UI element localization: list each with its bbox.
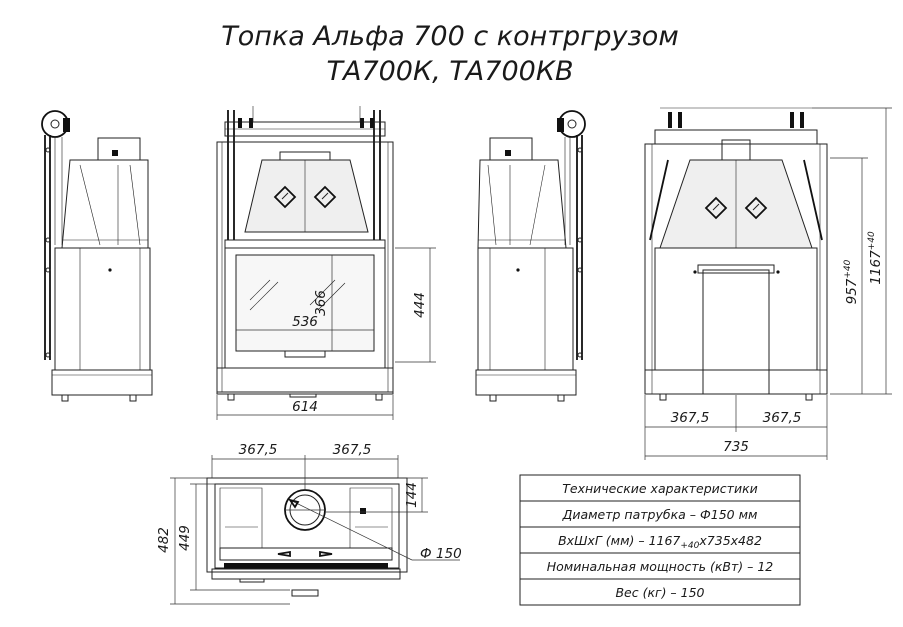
drawing-title-line2: ТА700К, ТА700КВ: [326, 56, 573, 87]
dim-front-width: 614: [292, 399, 318, 415]
dim-plan-depth-inner: 449: [177, 525, 193, 551]
dim-door-height: 444: [412, 292, 428, 318]
rear-view: [644, 107, 828, 401]
spec-row-dimensions: ВхШхГ (мм) – 1167+40х735х482: [558, 533, 762, 551]
spec-row-collar-diameter: Диаметр патрубка – Ф150 мм: [562, 507, 758, 522]
top-dimensions: 367,5 367,5 482 449 144 Ф 150: [156, 442, 462, 605]
side-view-right: [475, 110, 586, 402]
dim-total-height: 1167+40: [867, 231, 884, 285]
dim-glass-width: 536: [292, 314, 318, 330]
dim-top-right-half: 367,5: [333, 442, 372, 458]
dim-collar-diameter: Ф 150: [420, 546, 462, 562]
spec-table: Технические характеристики Диаметр патру…: [519, 474, 801, 606]
dim-body-height: 957+40: [843, 259, 860, 304]
drawing-title-line1: Топка Альфа 700 с контргрузом: [221, 21, 678, 52]
spec-row-power: Номинальная мощность (кВт) – 12: [547, 559, 774, 574]
dim-collar-offset: 144: [404, 482, 420, 508]
side-view-left: [41, 110, 153, 402]
dim-rear-right-half: 367,5: [763, 410, 802, 426]
diamond-air-control-icon: [273, 185, 337, 209]
diamond-air-control-icon: [704, 196, 768, 220]
counterweight-pulley-icon: [557, 110, 586, 138]
front-dimensions: 366 536 444 614: [216, 247, 436, 420]
front-view: [216, 106, 394, 401]
spec-row-weight: Вес (кг) – 150: [615, 585, 704, 600]
dim-rear-total-width: 735: [723, 439, 749, 455]
dim-plan-depth-outer: 482: [156, 527, 172, 553]
counterweight-pulley-icon: [41, 110, 70, 138]
dim-glass-height: 366: [313, 290, 329, 316]
spec-table-header: Технические характеристики: [562, 481, 758, 496]
dim-rear-left-half: 367,5: [671, 410, 710, 426]
top-view: [206, 477, 408, 597]
rear-dimensions: 367,5 367,5 735 957+40 1167+40: [644, 107, 892, 460]
dim-top-left-half: 367,5: [239, 442, 278, 458]
